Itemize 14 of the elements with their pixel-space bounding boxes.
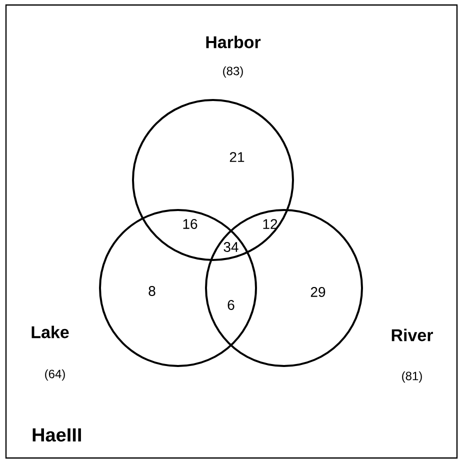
region-count: 21 xyxy=(230,152,244,162)
enzyme-label: HaeIII xyxy=(32,428,81,442)
set-label: Harbor xyxy=(206,36,261,48)
count-label: (64) xyxy=(45,369,65,381)
set-label: Lake xyxy=(32,326,69,338)
region-count: 12 xyxy=(263,219,278,229)
region-count: 16 xyxy=(183,219,198,229)
region-count: 8 xyxy=(148,286,156,296)
set-label: River xyxy=(392,328,433,342)
region-count: 34 xyxy=(224,242,238,252)
region-count: 29 xyxy=(310,287,326,297)
count-label: (81) xyxy=(402,371,422,383)
count-label: (83) xyxy=(223,66,243,78)
region-count: 6 xyxy=(228,300,234,310)
